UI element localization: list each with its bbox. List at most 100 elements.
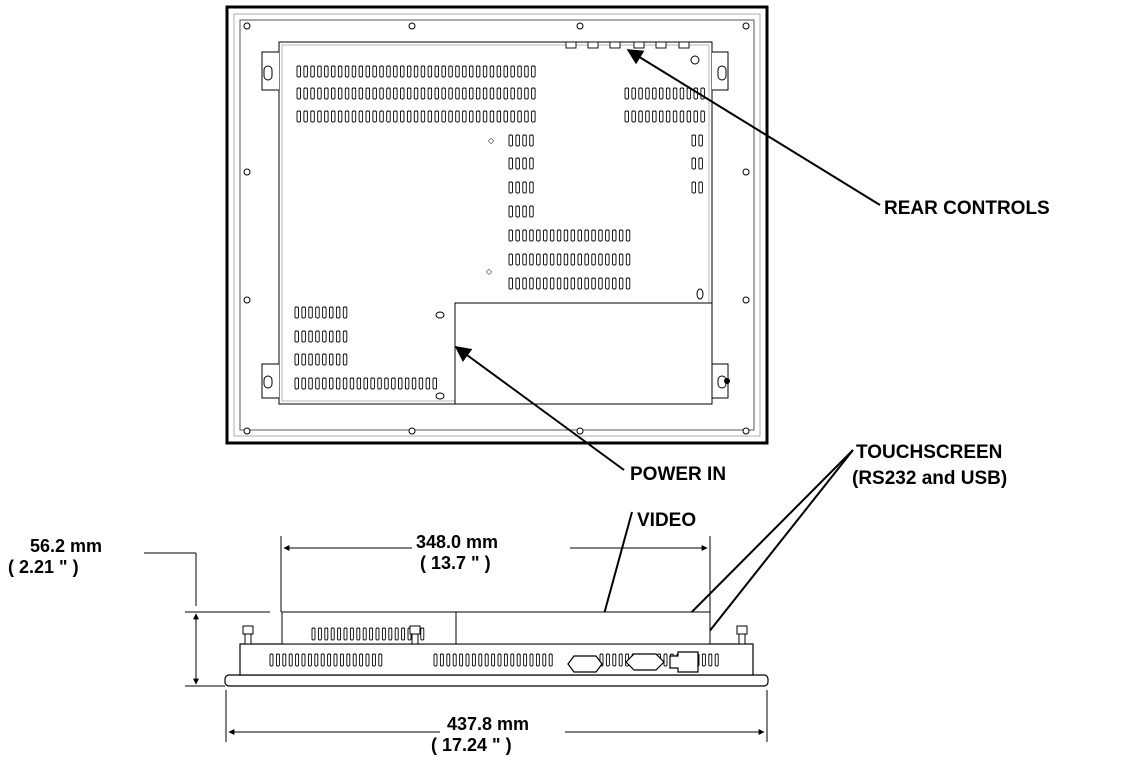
vent-slot xyxy=(598,277,603,290)
vent-slot xyxy=(496,65,502,78)
screw-hole xyxy=(243,168,251,176)
vent-slot xyxy=(496,87,502,100)
vent-slot xyxy=(522,229,527,242)
vent-slot xyxy=(679,110,685,123)
side-vent-slot xyxy=(375,627,380,641)
vent-slot xyxy=(335,353,341,366)
vent-slot xyxy=(335,306,341,319)
power-in-slot-2 xyxy=(435,392,445,400)
side-vent-slot xyxy=(401,627,406,641)
vent-slot xyxy=(393,110,398,123)
vent-slot xyxy=(393,65,398,78)
video-label: VIDEO xyxy=(637,510,696,531)
vent-slot xyxy=(441,65,446,78)
vent-slot xyxy=(365,65,370,78)
vent-slot xyxy=(563,253,569,266)
vent-slot xyxy=(448,87,453,100)
vent-slot xyxy=(645,87,650,100)
vent-slot xyxy=(434,65,439,78)
vent-slot xyxy=(310,87,315,100)
vent-slot xyxy=(522,205,527,218)
vent-slot xyxy=(515,181,520,194)
vent-slot xyxy=(529,134,534,147)
inner-width-metric: 348.0 mm xyxy=(416,532,498,552)
vent-slot xyxy=(686,110,692,123)
side-vent-slot xyxy=(352,653,357,667)
vent-slot xyxy=(448,65,453,78)
side-vent-slot xyxy=(327,653,332,667)
vent-slot xyxy=(605,229,610,242)
side-vent-slot xyxy=(324,627,329,641)
vent-slot xyxy=(536,229,541,242)
vent-slot xyxy=(427,110,433,123)
vent-slot xyxy=(556,253,562,266)
side-vent-slot xyxy=(535,653,540,667)
side-vent-slot xyxy=(275,653,280,667)
side-vent-slot xyxy=(516,653,521,667)
side-vent-slot xyxy=(320,653,325,667)
side-vent-slot xyxy=(510,653,515,667)
vent-slot xyxy=(624,87,629,100)
vent-slot xyxy=(522,181,527,194)
vent-slot xyxy=(448,110,453,123)
vent-slot xyxy=(434,87,439,100)
vent-slot xyxy=(508,181,513,194)
vent-slot xyxy=(524,87,529,100)
vent-slot xyxy=(543,229,548,242)
side-vent-slot xyxy=(378,653,383,667)
side-vent-slot xyxy=(288,653,293,667)
vent-slot xyxy=(303,87,308,100)
vent-slot xyxy=(413,110,419,123)
vent-slot xyxy=(308,330,313,343)
vent-slot xyxy=(400,65,405,78)
vent-slot xyxy=(638,110,643,123)
vent-slot xyxy=(631,87,636,100)
vent-slot xyxy=(406,110,412,123)
overall-width-metric: 437.8 mm xyxy=(447,714,529,734)
vent-slot xyxy=(556,229,562,242)
vent-slot xyxy=(618,277,624,290)
vent-slot xyxy=(531,65,536,78)
vent-slot xyxy=(455,110,460,123)
vent-slot xyxy=(645,110,650,123)
touchscreen-label: TOUCHSCREEN xyxy=(856,442,1002,463)
control-button xyxy=(587,41,599,49)
power-in-arrow xyxy=(454,346,625,471)
vent-slot xyxy=(536,277,541,290)
vent-slot xyxy=(563,229,569,242)
vent-slot xyxy=(591,253,596,266)
rear-control-buttons xyxy=(565,41,690,49)
vent-slot xyxy=(303,65,308,78)
vent-slot xyxy=(522,157,527,170)
control-button xyxy=(609,41,621,49)
height-imperial: ( 2.21 " ) xyxy=(8,557,79,577)
vent-slot xyxy=(698,181,703,194)
vent-slot xyxy=(455,65,460,78)
vent-slot xyxy=(317,110,322,123)
side-vent-slot xyxy=(542,653,547,667)
side-vent-slot xyxy=(311,627,316,641)
video-connector xyxy=(567,655,603,673)
side-vent-slot xyxy=(301,653,306,667)
vent-slot xyxy=(411,377,417,390)
vent-slot xyxy=(672,87,678,100)
control-button xyxy=(565,41,577,49)
vent-slot xyxy=(342,353,348,366)
vent-slot xyxy=(379,87,384,100)
vent-slot xyxy=(322,330,327,343)
vent-slot xyxy=(294,306,299,319)
vent-slot xyxy=(631,110,636,123)
screw-hole xyxy=(742,22,750,30)
side-vent-slot xyxy=(356,627,361,641)
vent-slot xyxy=(638,87,643,100)
vent-slot xyxy=(331,87,336,100)
vent-slot xyxy=(329,330,334,343)
vent-slot xyxy=(317,65,322,78)
vent-slot xyxy=(315,306,320,319)
vent-slot xyxy=(529,253,534,266)
vent-slot xyxy=(303,110,308,123)
vent-slot xyxy=(665,87,671,100)
vent-slot xyxy=(335,377,341,390)
side-vent-slot xyxy=(714,653,719,667)
side-vent-slot xyxy=(420,627,425,641)
